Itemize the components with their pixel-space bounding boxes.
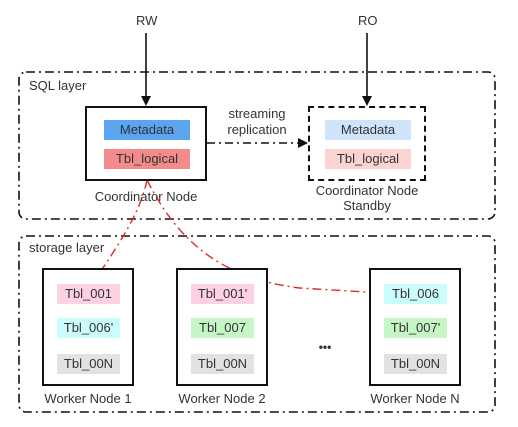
ro-label: RO <box>358 13 378 28</box>
worker2-table-2: Tbl_007 <box>191 318 254 338</box>
standby-label-line2: Standby <box>343 198 391 213</box>
worker-node-n-label: Worker Node N <box>370 391 460 406</box>
shard-link-workerN <box>146 179 384 294</box>
worker-node-1-label: Worker Node 1 <box>44 391 132 406</box>
workerN-table-3: Tbl_00N <box>384 354 447 374</box>
storage-layer-label: storage layer <box>29 240 105 255</box>
more-workers-ellipsis: ••• <box>318 340 332 354</box>
coordinator-tbl-logical: Tbl_logical <box>104 149 190 169</box>
storage-layer-frame <box>18 235 496 413</box>
standby-metadata: Metadata <box>325 120 411 140</box>
coordinator-metadata: Metadata <box>104 120 190 140</box>
worker2-table-3: Tbl_00N <box>191 354 254 374</box>
sql-layer-frame <box>18 71 496 220</box>
worker-node-2: Tbl_001' Tbl_007 Tbl_00N <box>176 268 268 386</box>
coordinator-node-label: Coordinator Node <box>94 189 198 204</box>
workerN-table-1: Tbl_006 <box>384 284 447 304</box>
worker-node-n: Tbl_006 Tbl_007' Tbl_00N <box>369 268 461 386</box>
replication-label-line2: replication <box>227 122 287 137</box>
rw-label: RW <box>136 13 158 28</box>
worker-node-2-label: Worker Node 2 <box>178 391 266 406</box>
standby-tbl-logical: Tbl_logical <box>325 149 411 169</box>
coordinator-node: Metadata Tbl_logical <box>85 106 207 181</box>
replication-label-line1: streaming <box>228 106 286 121</box>
worker1-table-2: Tbl_006' <box>57 318 120 338</box>
worker-node-1: Tbl_001 Tbl_006' Tbl_00N <box>42 268 134 386</box>
workerN-table-2: Tbl_007' <box>384 318 447 338</box>
standby-coordinator-node: Metadata Tbl_logical <box>308 106 426 181</box>
sql-layer-label: SQL layer <box>29 78 87 93</box>
worker2-table-1: Tbl_001' <box>191 284 254 304</box>
worker1-table-3: Tbl_00N <box>57 354 120 374</box>
worker1-table-1: Tbl_001 <box>57 284 120 304</box>
standby-label-line1: Coordinator Node <box>315 183 419 198</box>
